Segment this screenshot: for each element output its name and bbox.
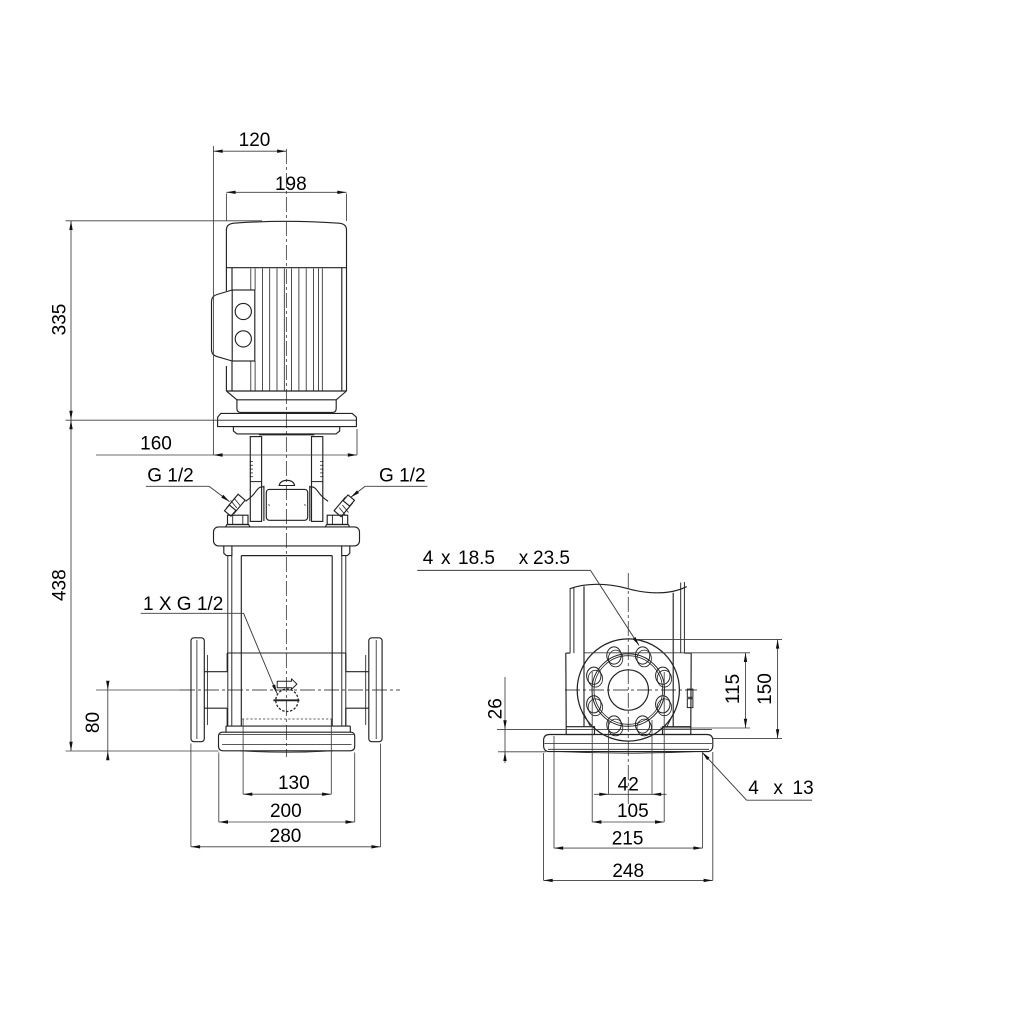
svg-text:438: 438	[50, 569, 71, 601]
svg-text:215: 215	[612, 829, 644, 850]
svg-text:4: 4	[423, 548, 434, 569]
svg-text:80: 80	[83, 712, 104, 733]
svg-text:4: 4	[748, 778, 759, 799]
svg-text:120: 120	[239, 130, 271, 151]
svg-text:150: 150	[755, 673, 776, 705]
svg-text:13: 13	[793, 778, 814, 799]
svg-text:G 1/2: G 1/2	[147, 465, 193, 486]
svg-text:105: 105	[617, 801, 649, 822]
svg-text:x: x	[519, 548, 529, 569]
svg-text:G 1/2: G 1/2	[379, 465, 425, 486]
svg-text:x: x	[441, 548, 451, 569]
svg-text:18.5: 18.5	[458, 548, 495, 569]
svg-text:1 X G 1/2: 1 X G 1/2	[143, 594, 223, 615]
svg-text:160: 160	[140, 433, 172, 454]
svg-text:42: 42	[618, 774, 639, 795]
svg-text:115: 115	[723, 674, 744, 704]
svg-text:200: 200	[270, 801, 302, 822]
svg-text:335: 335	[50, 304, 71, 336]
svg-text:198: 198	[275, 174, 307, 195]
svg-text:248: 248	[612, 861, 644, 882]
svg-text:130: 130	[278, 773, 310, 794]
svg-text:23.5: 23.5	[533, 548, 570, 569]
svg-text:x: x	[773, 778, 783, 799]
svg-text:280: 280	[270, 826, 302, 847]
svg-text:26: 26	[486, 698, 507, 719]
